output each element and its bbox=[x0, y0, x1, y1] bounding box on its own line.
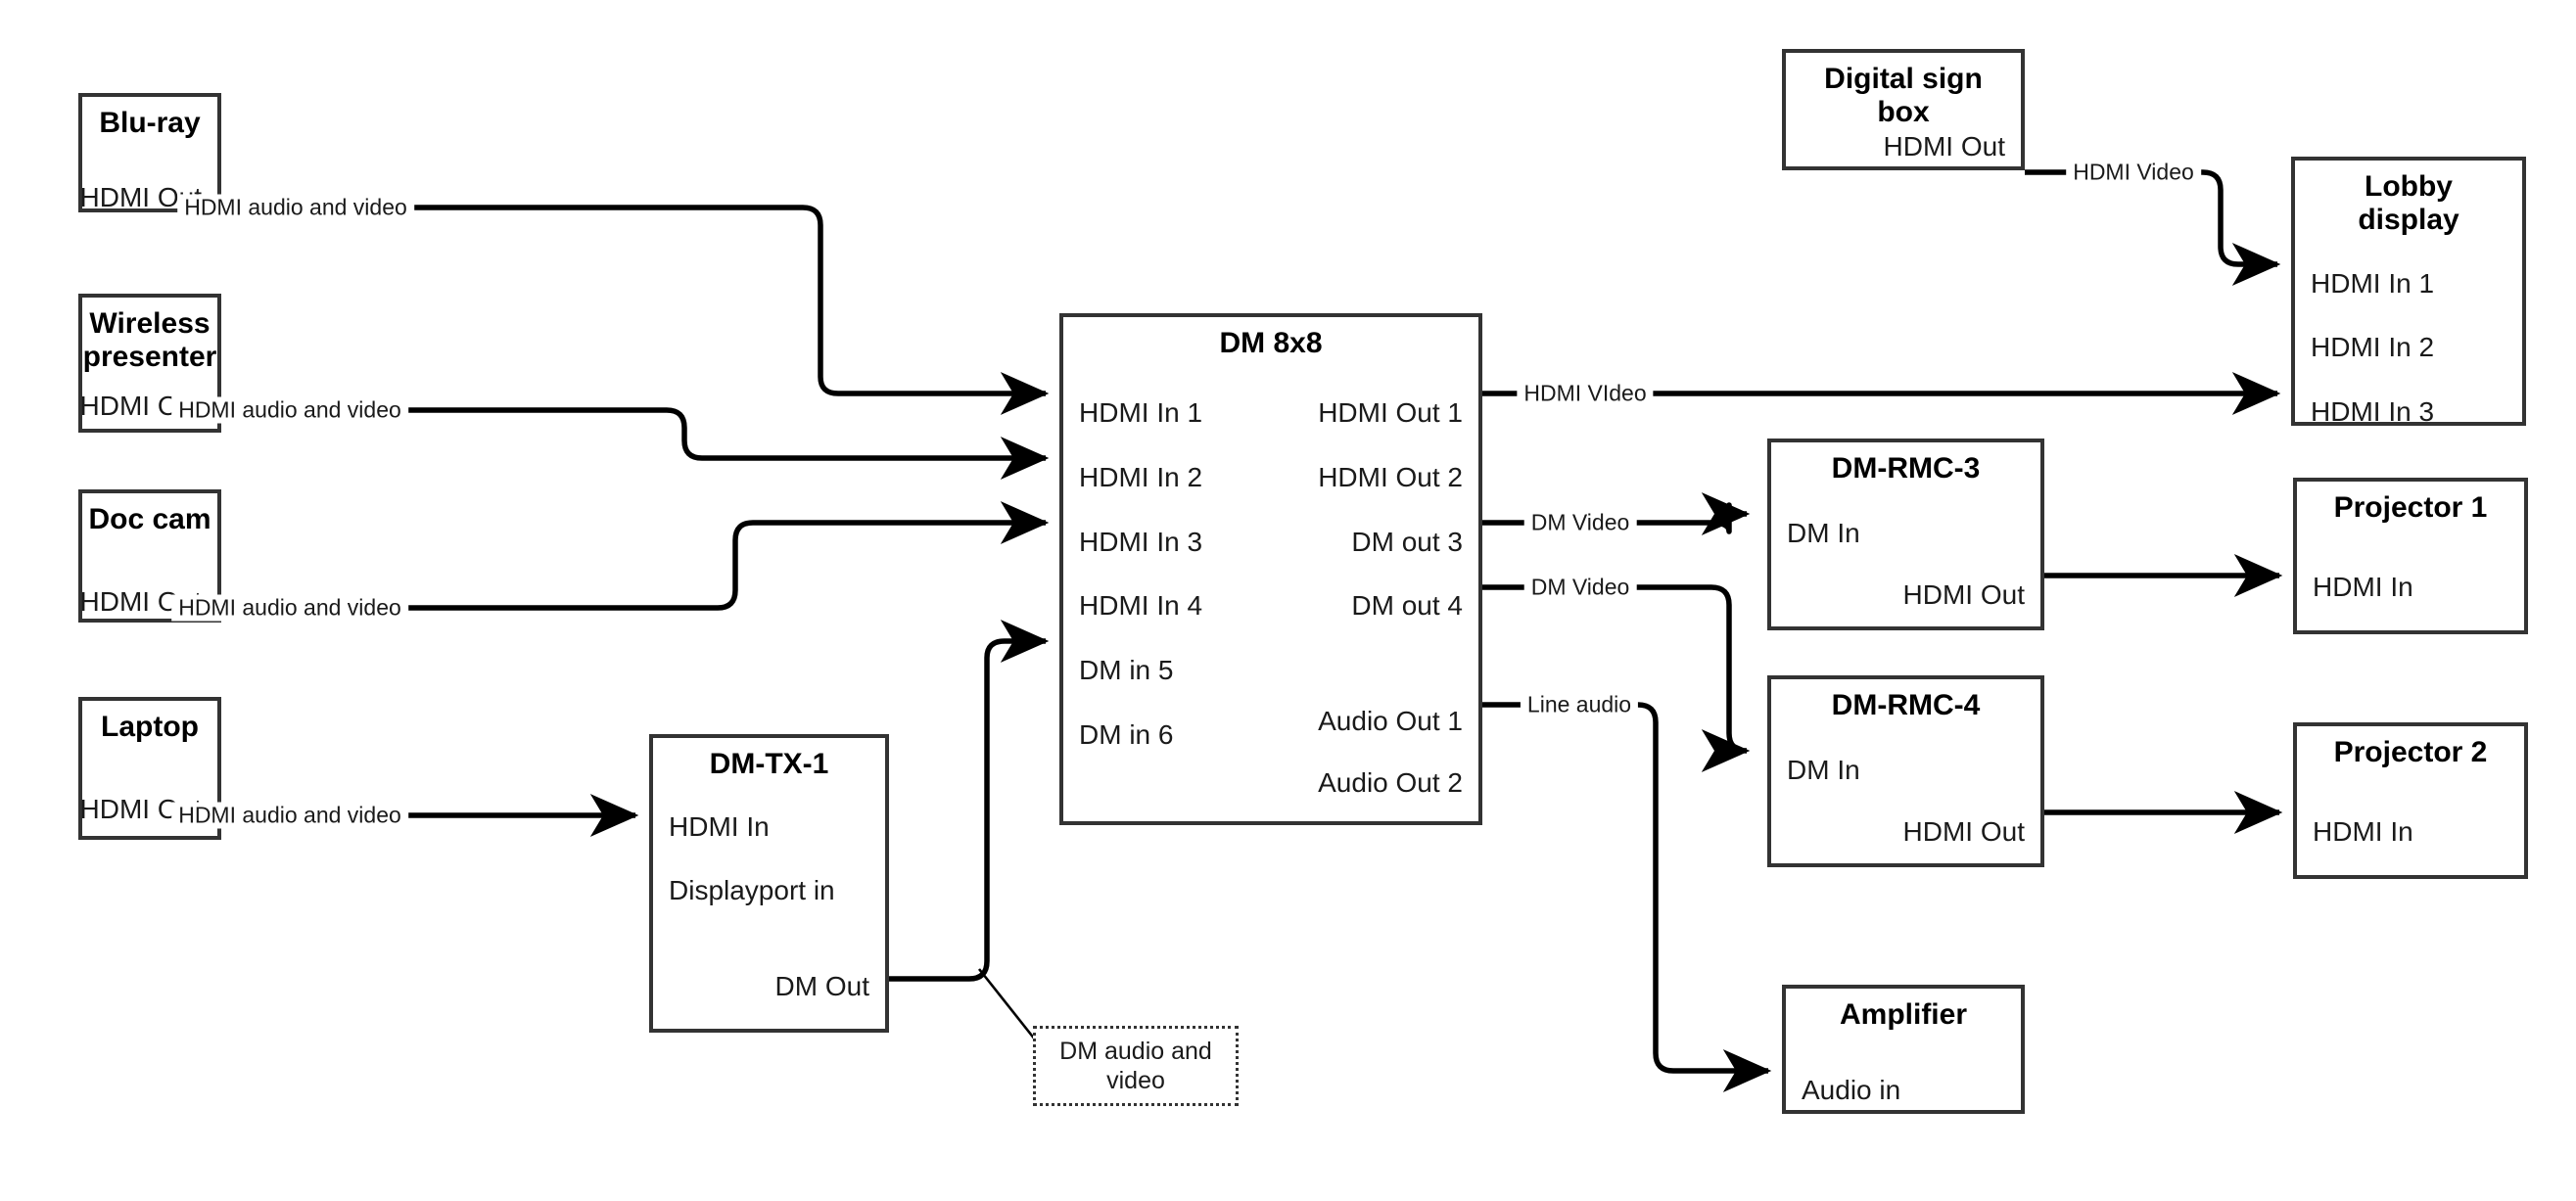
wire-label-laptop-to-tx: HDMI audio and video bbox=[171, 802, 408, 829]
port-dm-8x8-dm-out-3[interactable]: DM out 3 bbox=[1351, 527, 1463, 557]
wire-label-dm-out-4-to-rmc4: DM Video bbox=[1523, 574, 1637, 601]
node-title-dm-tx-1: DM-TX-1 bbox=[709, 748, 829, 780]
port-projector-1-hdmi-in[interactable]: HDMI In bbox=[2313, 572, 2413, 602]
port-dm-8x8-hdmi-in-3[interactable]: HDMI In 3 bbox=[1079, 527, 1203, 557]
port-dm-rmc-4-hdmi-out[interactable]: HDMI Out bbox=[1902, 816, 2025, 847]
node-title-wireless-presenter: Wireless presenter bbox=[82, 307, 217, 373]
callout-dm-audio-video-note: DM audio and video bbox=[1033, 1026, 1239, 1106]
port-dm-8x8-dm-out-4[interactable]: DM out 4 bbox=[1351, 590, 1463, 621]
wire-bluray-to-hdmi-in-1 bbox=[221, 205, 1050, 415]
port-dm-8x8-hdmi-in-2[interactable]: HDMI In 2 bbox=[1079, 462, 1203, 492]
port-dm-8x8-hdmi-in-4[interactable]: HDMI In 4 bbox=[1079, 590, 1203, 621]
port-amplifier-audio-in[interactable]: Audio in bbox=[1802, 1075, 1901, 1105]
wire-dm-out-4-to-rmc4 bbox=[1482, 584, 1751, 772]
port-dm-rmc-3-hdmi-out[interactable]: HDMI Out bbox=[1902, 579, 2025, 610]
node-title-amplifier: Amplifier bbox=[1839, 998, 1968, 1031]
port-dm-8x8-hdmi-in-1[interactable]: HDMI In 1 bbox=[1079, 397, 1203, 428]
port-dm-rmc-4-dm-in[interactable]: DM In bbox=[1787, 755, 1860, 785]
wire-sign-to-lobby-in-1 bbox=[2025, 169, 2281, 286]
node-title-laptop: Laptop bbox=[101, 711, 199, 743]
port-dm-rmc-3-dm-in[interactable]: DM In bbox=[1787, 518, 1860, 548]
node-title-dm-rmc-3: DM-RMC-3 bbox=[1831, 452, 1981, 485]
wire-label-sign-to-lobby: HDMI Video bbox=[2066, 159, 2201, 186]
wire-label-wireless-to-dm: HDMI audio and video bbox=[171, 396, 408, 424]
port-dm-8x8-hdmi-out-1[interactable]: HDMI Out 1 bbox=[1318, 397, 1463, 428]
wire-audio-out-1-to-amplifier bbox=[1482, 702, 1772, 1092]
wire-dmtx-to-dm-in-5 bbox=[889, 620, 1050, 982]
wire-label-dm-out-3-to-rmc3: DM Video bbox=[1523, 509, 1637, 536]
node-title-dm-8x8: DM 8x8 bbox=[1219, 327, 1323, 359]
node-projector-1[interactable]: Projector 1 HDMI In bbox=[2293, 478, 2528, 634]
node-dm-rmc-3[interactable]: DM-RMC-3 DM In HDMI Out bbox=[1767, 439, 2044, 630]
node-title-lobby-display: Lobby display bbox=[2358, 170, 2459, 236]
node-title-projector-2: Projector 2 bbox=[2333, 736, 2488, 768]
wire-label-hdmi-out-1-to-lobby: HDMI VIdeo bbox=[1517, 380, 1654, 407]
node-projector-2[interactable]: Projector 2 HDMI In bbox=[2293, 722, 2528, 879]
port-lobby-display-hdmi-in-3[interactable]: HDMI In 3 bbox=[2311, 396, 2435, 427]
wire-label-audio-out-1-to-amp: Line audio bbox=[1520, 691, 1639, 718]
port-dm-8x8-audio-out-2[interactable]: Audio Out 2 bbox=[1318, 767, 1463, 798]
node-title-digital-sign-box: Digital sign box bbox=[1824, 63, 1983, 128]
port-digital-sign-box-hdmi-out[interactable]: HDMI Out bbox=[1883, 131, 2005, 162]
port-dm-8x8-dm-in-5[interactable]: DM in 5 bbox=[1079, 655, 1174, 685]
node-dm-rmc-4[interactable]: DM-RMC-4 DM In HDMI Out bbox=[1767, 675, 2044, 867]
port-projector-2-hdmi-in[interactable]: HDMI In bbox=[2313, 816, 2413, 847]
port-dm-tx-1-displayport-in[interactable]: Displayport in bbox=[669, 875, 835, 905]
port-dm-tx-1-hdmi-in[interactable]: HDMI In bbox=[669, 811, 770, 842]
node-title-doc-cam: Doc cam bbox=[88, 503, 211, 535]
port-dm-8x8-hdmi-out-2[interactable]: HDMI Out 2 bbox=[1318, 462, 1463, 492]
port-lobby-display-hdmi-in-1[interactable]: HDMI In 1 bbox=[2311, 268, 2435, 299]
leader-line-dm-audio-video bbox=[977, 968, 1041, 1045]
port-dm-8x8-audio-out-1[interactable]: Audio Out 1 bbox=[1318, 706, 1463, 736]
port-lobby-display-hdmi-in-2[interactable]: HDMI In 2 bbox=[2311, 332, 2435, 362]
port-dm-tx-1-dm-out[interactable]: DM Out bbox=[774, 971, 869, 1001]
port-dm-8x8-dm-in-6[interactable]: DM in 6 bbox=[1079, 719, 1174, 750]
node-title-dm-rmc-4: DM-RMC-4 bbox=[1831, 689, 1981, 721]
wire-label-doc-cam-to-dm: HDMI audio and video bbox=[171, 594, 408, 622]
node-title-projector-1: Projector 1 bbox=[2333, 491, 2488, 524]
node-title-blu-ray: Blu-ray bbox=[99, 107, 201, 139]
wire-label-blu-ray-to-dm: HDMI audio and video bbox=[177, 194, 414, 221]
